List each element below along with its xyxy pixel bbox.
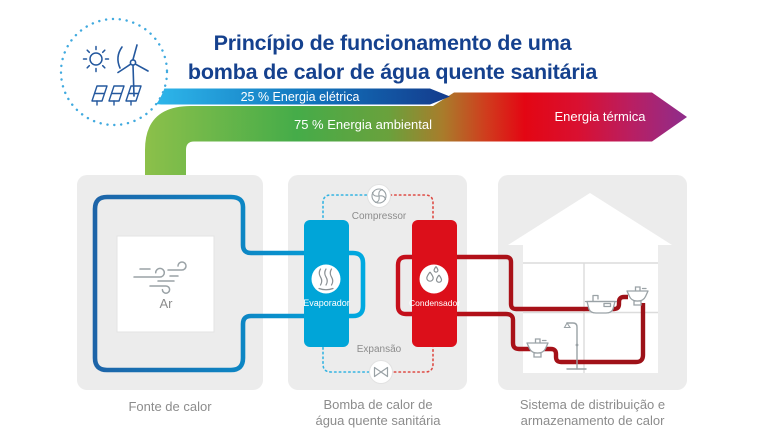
- solar-panels-icon: [91, 85, 142, 106]
- air-label: Ar: [159, 296, 173, 311]
- thermal-energy-label: Energia térmica: [554, 109, 646, 124]
- refrigerant-loop-top-hot: [389, 194, 434, 223]
- condenser-label: Condensador: [409, 298, 461, 308]
- refrigerant-loop-bottom-hot: [392, 344, 434, 373]
- red-circuit-pipe: [395, 254, 646, 365]
- fan-icon: [371, 188, 387, 204]
- renewables-badge: [59, 17, 169, 127]
- pump-caption: Bomba de calor de água quente sanitária: [297, 397, 459, 429]
- distribution-caption: Sistema de distribuição e armazenamento …: [505, 397, 680, 429]
- refrigerant-loop-bottom-cold: [322, 344, 370, 373]
- title-line-1: Princípio de funcionamento de uma: [213, 31, 572, 55]
- title-line-2: bomba de calor de água quente sanitária: [187, 60, 598, 84]
- page-title: Princípio de funcionamento de uma bomba …: [140, 29, 645, 87]
- pump-caption-line-2: água quente sanitária: [315, 413, 441, 428]
- refrigerant-loop-top-cold: [322, 194, 369, 223]
- shower-icon: [563, 321, 587, 370]
- valve-icon: [373, 366, 389, 378]
- blue-circuit-pipe: [92, 194, 366, 373]
- drops-icon: [426, 266, 443, 283]
- roof: [508, 193, 672, 245]
- electric-arrow: [147, 88, 450, 105]
- compressor-circle: [367, 184, 391, 208]
- evaporator-circle: [311, 264, 341, 294]
- electric-energy-label: 25 % Energia elétrica: [240, 90, 360, 104]
- pump-caption-line-1: Bomba de calor de: [323, 397, 433, 412]
- condenser-circle: [419, 264, 449, 294]
- expansion-valve-circle: [369, 360, 393, 384]
- compressor-label: Compressor: [351, 211, 407, 222]
- steam-icon: [318, 268, 334, 291]
- wind-turbine-icon: [117, 44, 149, 97]
- wind-gust-icon: [133, 261, 187, 294]
- source-caption: Fonte de calor: [128, 399, 212, 414]
- air-box: [116, 235, 215, 333]
- bathtub-icon: [584, 294, 618, 314]
- ambient-energy-label: 75 % Energia ambiental: [293, 117, 433, 132]
- evaporator-label: Evaporador: [303, 298, 350, 308]
- sun-icon: [82, 45, 110, 73]
- distribution-caption-line-2: armazenamento de calor: [520, 413, 665, 428]
- distribution-caption-line-1: Sistema de distribuição e: [519, 397, 666, 412]
- expansion-label: Expansão: [356, 344, 402, 355]
- energy-band: [145, 92, 687, 179]
